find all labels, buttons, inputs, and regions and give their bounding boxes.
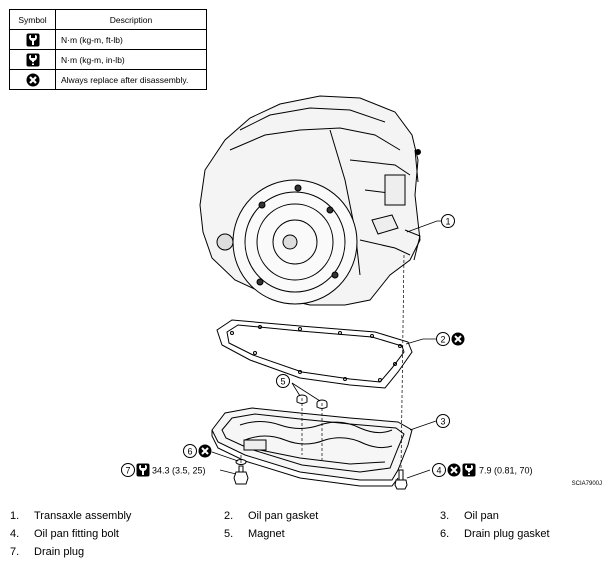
part-label: Drain plug gasket (464, 528, 550, 540)
oil-pan-gasket (216, 319, 413, 389)
callout-number: 2 (440, 335, 445, 345)
torque-wrench-icon (26, 33, 39, 46)
callout-number: 5 (280, 377, 285, 387)
part-number: 3. (440, 510, 450, 522)
callout-3: 3 (436, 414, 450, 428)
callout-6: 6 (183, 443, 213, 459)
list-item: 4. Oil pan fitting bolt (10, 528, 119, 540)
callout-2: 2 (436, 331, 466, 347)
callout-number: 7 (125, 466, 130, 476)
reference-code: SCIA7900J (571, 481, 602, 487)
fitting-bolt-torque: 7.9 (0.81, 70) (479, 466, 533, 476)
list-item: 5. Magnet (224, 528, 285, 540)
callout-4: 4 7.9 (0.81, 70) (432, 462, 533, 478)
part-label: Oil pan (464, 510, 499, 522)
part-label: Oil pan fitting bolt (34, 528, 119, 540)
part-number: 2. (224, 510, 234, 522)
drain-plug (233, 465, 249, 485)
legend-symbol-cell (9, 29, 56, 50)
callout-7: 7 34.3 (3.5, 25) (121, 463, 206, 477)
oil-pan-fitting-bolt (394, 469, 408, 490)
callout-5: 5 (276, 374, 290, 388)
symbol-legend-table: Symbol Description N·m (kg-m, ft-lb) N·m… (9, 9, 207, 90)
always-replace-icon (197, 443, 213, 459)
part-label: Transaxle assembly (34, 510, 132, 522)
part-label: Drain plug (34, 546, 85, 558)
part-number: 5. (224, 528, 234, 540)
transaxle-assembly (199, 95, 421, 306)
list-item: 1. Transaxle assembly (10, 510, 131, 522)
list-item: 2. Oil pan gasket (224, 510, 318, 522)
torque-wrench-small-icon (26, 53, 39, 66)
always-replace-icon (450, 331, 466, 347)
part-number: 1. (10, 510, 20, 522)
always-replace-icon (26, 73, 39, 86)
oil-pan (211, 407, 413, 487)
part-number: 4. (10, 528, 20, 540)
part-number: 7. (10, 546, 20, 558)
list-item: 7. Drain plug (10, 546, 84, 558)
list-item: 6. Drain plug gasket (440, 528, 550, 540)
oil-pan-exploded-diagram: 1 2 3 5 6 7 34.3 (3.5, 25) 4 7.9 (0.81, … (121, 95, 533, 490)
magnet (296, 394, 328, 409)
always-replace-icon (446, 462, 462, 478)
torque-wrench-small-icon (462, 463, 476, 477)
torque-wrench-icon (136, 463, 150, 477)
callout-1: 1 (441, 214, 455, 228)
callout-number: 4 (436, 466, 441, 476)
legend-symbol-cell (9, 69, 56, 90)
drain-plug-torque: 34.3 (3.5, 25) (152, 466, 206, 476)
legend-description-cell: Always replace after disassembly. (55, 69, 207, 90)
list-item: 3. Oil pan (440, 510, 499, 522)
part-label: Oil pan gasket (248, 510, 319, 522)
callout-number: 1 (445, 217, 450, 227)
part-number: 6. (440, 528, 450, 540)
part-label: Magnet (248, 528, 285, 540)
callout-number: 6 (187, 447, 192, 457)
leader-lines (211, 220, 441, 479)
callout-number: 3 (440, 417, 445, 427)
alignment-lines (240, 254, 405, 471)
